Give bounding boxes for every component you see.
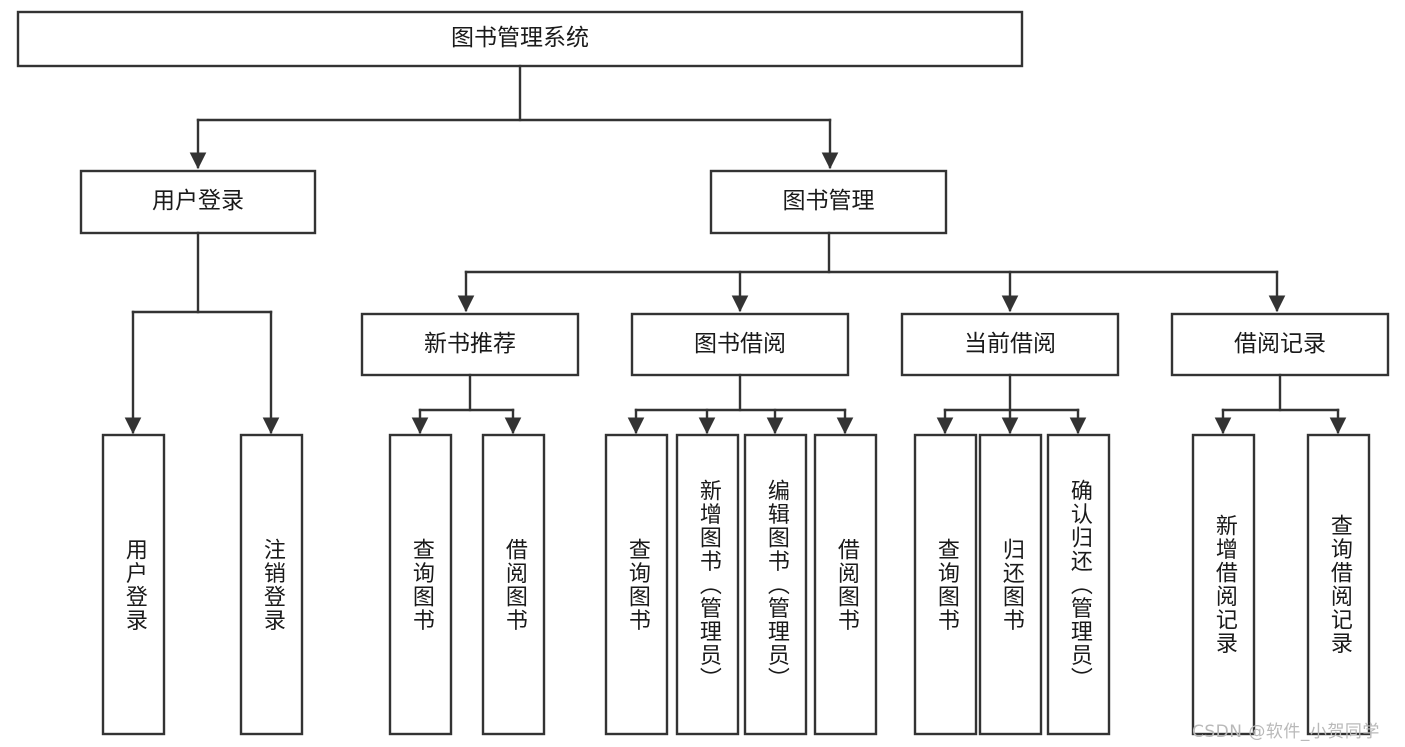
node-box-leaf-current-1: [913, 433, 978, 736]
node-box-leaf-borrow-1: [604, 433, 669, 736]
node-box-leaf-new-book-1: [388, 433, 453, 736]
node-box-leaf-record-2: [1306, 433, 1371, 736]
node-box-user-login: [79, 169, 317, 235]
node-box-root: [16, 10, 1024, 68]
node-box-leaf-record-1: [1191, 433, 1256, 736]
node-box-leaf-user-login-2: [239, 433, 304, 736]
node-box-leaf-borrow-4: [813, 433, 878, 736]
node-box-leaf-current-3: [1046, 433, 1111, 736]
node-box-leaf-borrow-3: [743, 433, 808, 736]
node-box-borrow-record: [1170, 312, 1390, 377]
node-box-new-book-rec: [360, 312, 580, 377]
node-box-book-borrow: [630, 312, 850, 377]
node-box-leaf-borrow-2: [675, 433, 740, 736]
node-box-leaf-new-book-2: [481, 433, 546, 736]
node-box-leaf-current-2: [978, 433, 1043, 736]
node-box-book-manage: [709, 169, 948, 235]
node-box-leaf-user-login-1: [101, 433, 166, 736]
node-box-current-borrow: [900, 312, 1120, 377]
